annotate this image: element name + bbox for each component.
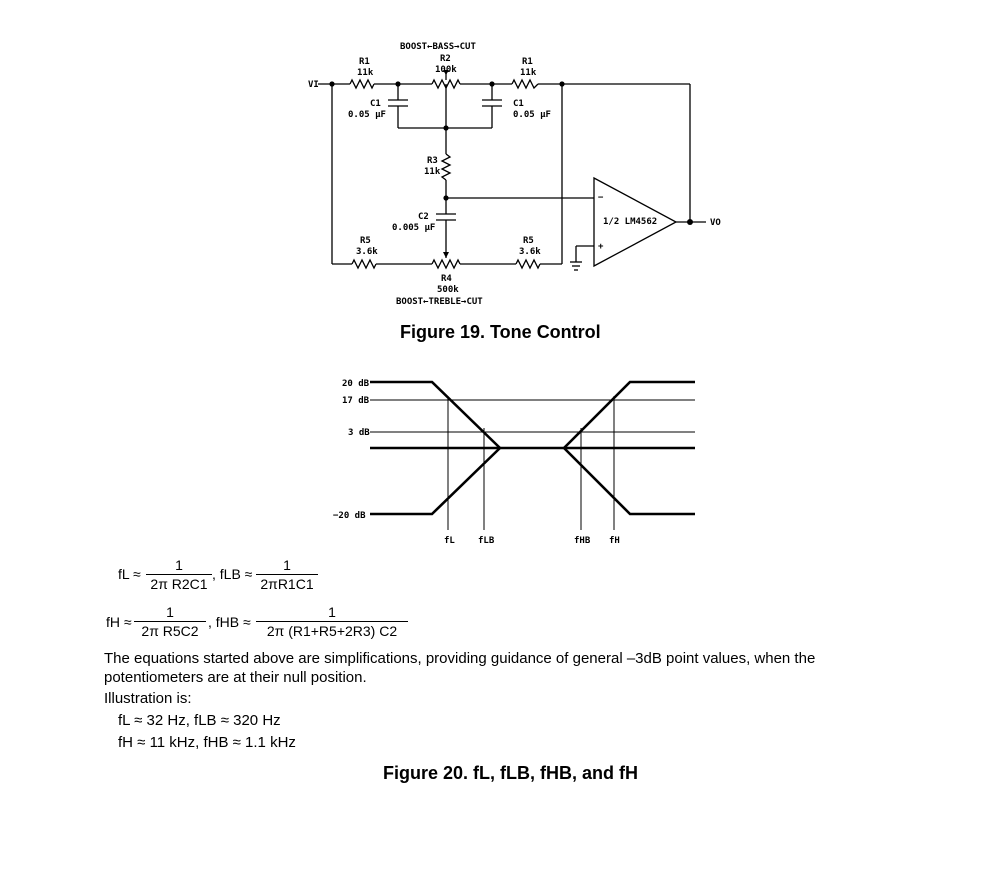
r5-right-name: R5 (523, 236, 534, 246)
opamp-minus: − (598, 193, 604, 203)
r4-name: R4 (441, 274, 452, 284)
r5-left-name: R5 (360, 236, 371, 246)
treble-label: BOOST←TREBLE→CUT (396, 297, 483, 307)
fl-numerator: 1 (146, 557, 212, 575)
fhb-fraction: 1 2π (R1+R5+2R3) C2 (256, 604, 408, 639)
r5-left-resistor (351, 258, 377, 270)
r5-left-value: 3.6k (356, 247, 378, 257)
fl-fraction: 1 2π R2C1 (146, 557, 212, 592)
r2-name: R2 (440, 54, 451, 64)
fh-numerator: 1 (134, 604, 206, 622)
r3-value: 11k (424, 167, 441, 177)
x-label-fh: fH (609, 536, 620, 546)
opamp-label: 1/2 LM4562 (603, 217, 657, 227)
figure-19-caption: Figure 19. Tone Control (400, 322, 601, 342)
r1-left-value: 11k (357, 68, 374, 78)
r3-name: R3 (427, 156, 438, 166)
c1-right-name: C1 (513, 99, 524, 109)
flb-fraction: 1 2πR1C1 (256, 557, 318, 592)
r2-value: 100k (435, 65, 457, 75)
fhb-denominator: 2π (R1+R5+2R3) C2 (266, 623, 398, 639)
c1-left-value: 0.05 μF (348, 110, 386, 120)
r1-left-resistor (349, 78, 375, 90)
r1-left-name: R1 (359, 57, 370, 67)
r4-potentiometer (431, 258, 461, 270)
bass-label: BOOST←BASS→CUT (400, 42, 476, 52)
illustration-heading: Illustration is: (104, 690, 192, 707)
r4-value: 500k (437, 285, 459, 295)
fh-denominator: 2π R5C2 (141, 623, 199, 639)
c2-value: 0.005 μF (392, 223, 435, 233)
fh-fraction: 1 2π R5C2 (134, 604, 206, 639)
y-label-3db: 3 dB (348, 428, 370, 438)
c1-left-name: C1 (370, 99, 381, 109)
r3-resistor (440, 153, 452, 181)
response-curves (370, 380, 695, 530)
r1-right-resistor (511, 78, 539, 90)
flb-numerator: 1 (256, 557, 318, 575)
y-label-20db: 20 dB (342, 379, 370, 389)
fhb-lhs: , fHB ≈ (208, 614, 251, 630)
flb-lhs: , fLB ≈ (212, 566, 253, 582)
y-label-17db: 17 dB (342, 396, 370, 406)
c2-name: C2 (418, 212, 429, 222)
y-label-neg20db: −20 dB (333, 511, 366, 521)
r1-right-name: R1 (522, 57, 533, 67)
explanation-paragraph: The equations started above are simplifi… (104, 650, 816, 686)
r1-right-value: 11k (520, 68, 537, 78)
flb-denominator: 2πR1C1 (260, 576, 314, 592)
fl-lhs: fL ≈ (118, 566, 141, 582)
figure-20-caption: Figure 20. fL, fLB, fHB, and fH (383, 763, 638, 783)
vi-label: VI (308, 80, 319, 90)
c1-right-value: 0.05 μF (513, 110, 551, 120)
opamp-plus: + (598, 242, 604, 252)
opamp-triangle (593, 176, 678, 268)
r5-right-resistor (515, 258, 541, 270)
x-label-flb: fLB (478, 536, 495, 546)
fhb-numerator: 1 (256, 604, 408, 622)
x-label-fhb: fHB (574, 536, 591, 546)
fl-denominator: 2π R2C1 (150, 576, 208, 592)
illustration-line-2: fH ≈ 11 kHz, fHB ≈ 1.1 kHz (118, 734, 296, 751)
x-label-fl: fL (444, 536, 455, 546)
illustration-line-1: fL ≈ 32 Hz, fLB ≈ 320 Hz (118, 712, 281, 729)
fh-lhs: fH ≈ (106, 614, 132, 630)
r5-right-value: 3.6k (519, 247, 541, 257)
vo-label: VO (710, 218, 721, 228)
